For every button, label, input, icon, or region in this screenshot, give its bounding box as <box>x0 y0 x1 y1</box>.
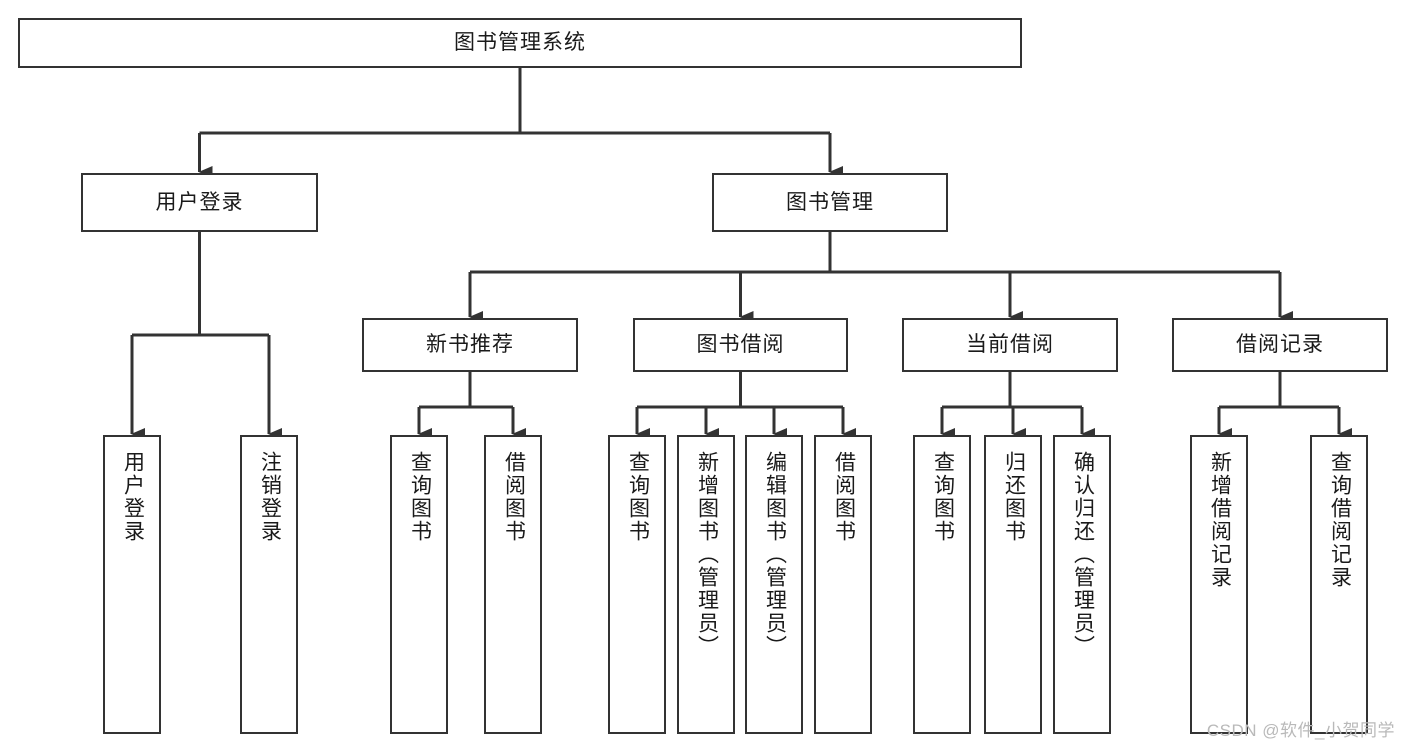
node-leaf-borrow-book-1[interactable]: 借阅图书 <box>484 435 542 734</box>
node-book-manage[interactable]: 图书管理 <box>712 173 948 232</box>
node-label: 查询借阅记录 <box>1328 451 1352 589</box>
node-book-borrow[interactable]: 图书借阅 <box>633 318 848 372</box>
node-leaf-confirm-return[interactable]: 确认归还（管理员） <box>1053 435 1111 734</box>
node-label: 编辑图书（管理员） <box>763 451 787 658</box>
node-label: 图书管理 <box>786 190 874 214</box>
node-leaf-edit-book[interactable]: 编辑图书（管理员） <box>745 435 803 734</box>
node-new-book-rec[interactable]: 新书推荐 <box>362 318 578 372</box>
node-leaf-return-book[interactable]: 归还图书 <box>984 435 1042 734</box>
node-leaf-user-login[interactable]: 用户登录 <box>103 435 161 734</box>
node-root[interactable]: 图书管理系统 <box>18 18 1022 68</box>
node-current-borrow[interactable]: 当前借阅 <box>902 318 1118 372</box>
node-label: 新增借阅记录 <box>1208 451 1232 589</box>
node-label: 图书借阅 <box>696 333 785 357</box>
node-label: 注销登录 <box>258 451 282 543</box>
node-leaf-add-record[interactable]: 新增借阅记录 <box>1190 435 1248 734</box>
node-leaf-logout[interactable]: 注销登录 <box>240 435 298 734</box>
node-borrow-record[interactable]: 借阅记录 <box>1172 318 1388 372</box>
node-user-login[interactable]: 用户登录 <box>81 173 318 232</box>
node-label: 借阅图书 <box>502 451 526 543</box>
node-label: 确认归还（管理员） <box>1071 451 1095 658</box>
node-label: 借阅记录 <box>1236 333 1324 357</box>
node-leaf-borrow-book-2[interactable]: 借阅图书 <box>814 435 872 734</box>
node-label: 归还图书 <box>1002 451 1026 543</box>
node-label: 用户登录 <box>155 190 244 214</box>
node-label: 新增图书（管理员） <box>695 451 719 658</box>
node-label: 借阅图书 <box>832 451 856 543</box>
node-leaf-query-record[interactable]: 查询借阅记录 <box>1310 435 1368 734</box>
node-label: 新书推荐 <box>426 333 514 357</box>
node-label: 用户登录 <box>121 451 145 543</box>
node-label: 图书管理系统 <box>454 31 586 55</box>
node-label: 查询图书 <box>931 451 955 543</box>
node-leaf-query-book-3[interactable]: 查询图书 <box>913 435 971 734</box>
node-leaf-query-book-1[interactable]: 查询图书 <box>390 435 448 734</box>
node-label: 当前借阅 <box>966 333 1054 357</box>
node-leaf-query-book-2[interactable]: 查询图书 <box>608 435 666 734</box>
node-label: 查询图书 <box>626 451 650 543</box>
node-leaf-add-book[interactable]: 新增图书（管理员） <box>677 435 735 734</box>
node-label: 查询图书 <box>408 451 432 543</box>
